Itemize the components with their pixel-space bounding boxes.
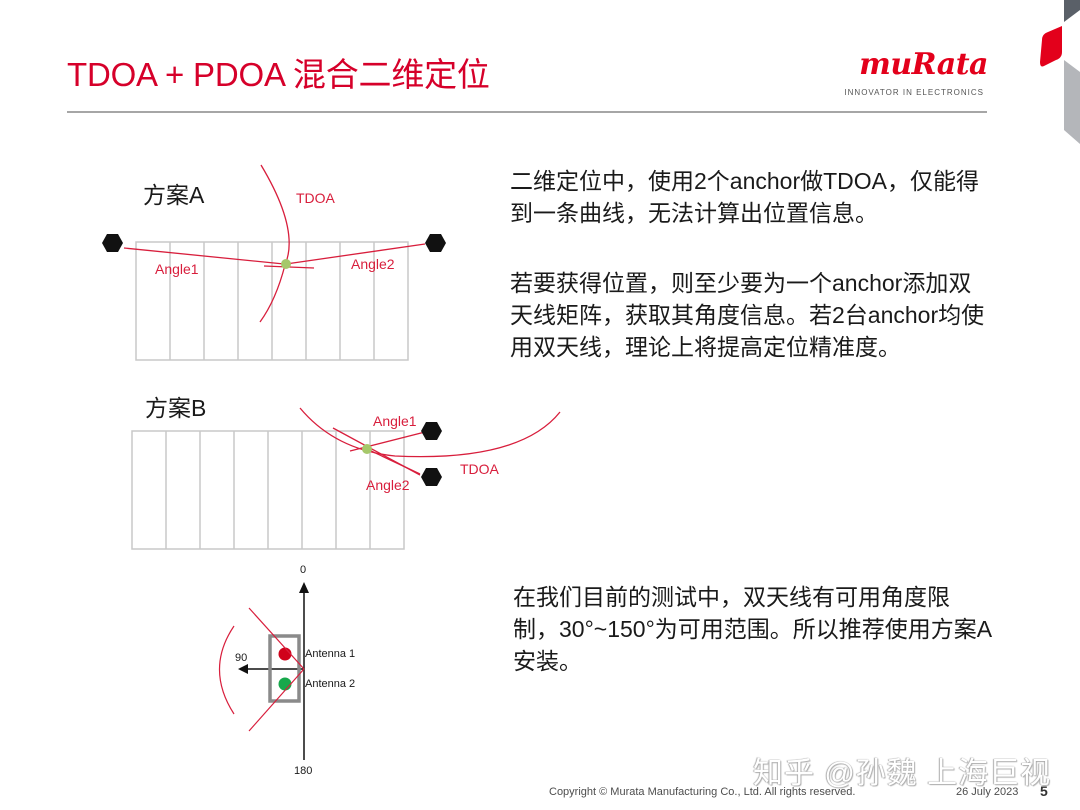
logo-tagline: INNOVATOR IN ELECTRONICS (844, 88, 984, 97)
antenna1-label: Antenna 1 (305, 648, 356, 660)
axis-label-180: 180 (294, 765, 313, 777)
scheme-b-angle2-label: Angle2 (366, 477, 410, 493)
axis-arrow-up-icon (299, 582, 309, 593)
scheme-a-grid (135, 241, 409, 361)
antenna-diagram (218, 582, 309, 760)
scheme-b-anchor-bottom-icon (421, 468, 442, 486)
paragraph-recommendation: 在我们目前的测试中，双天线有可用角度限制，30°~150°为可用范围。所以推荐使… (513, 584, 993, 674)
scheme-b-rays (299, 407, 561, 476)
scheme-a-angle1-label: Angle1 (155, 261, 199, 277)
paragraph-tdoa-limitation: 二维定位中，使用2个anchor做TDOA，仅能得到一条曲线，无法计算出位置信息… (510, 168, 980, 226)
scheme-a-tdoa-label: TDOA (296, 190, 335, 206)
scheme-b-anchor-top-icon (421, 422, 442, 440)
slide-title: TDOA + PDOA 混合二维定位 (67, 56, 490, 93)
scheme-b-tdoa-label: TDOA (460, 461, 499, 477)
murata-logo: muRata INNOVATOR IN ELECTRONICS (836, 48, 988, 100)
antenna1-dot (278, 647, 292, 661)
scheme-a-rays (123, 164, 426, 323)
scheme-a-angle2-label: Angle2 (351, 256, 395, 272)
antenna2-dot (278, 677, 292, 691)
antenna-module (268, 634, 301, 703)
scheme-a-anchor-left-icon (102, 234, 123, 252)
footer-date: 26 July 2023 (956, 786, 1019, 798)
scheme-a-anchor-right-icon (425, 234, 446, 252)
scheme-b-angle1-label: Angle1 (373, 413, 417, 429)
paragraph-dual-antenna: 若要获得位置，则至少要为一个anchor添加双天线矩阵，获取其角度信息。若2台a… (510, 270, 985, 360)
scheme-b-position-point (362, 444, 372, 454)
scheme-a-position-point (281, 259, 291, 269)
scheme-b-label: 方案B (145, 395, 207, 421)
title-divider (67, 111, 987, 113)
corner-decoration-icon (1040, 0, 1080, 144)
watermark: 知乎 @孙魏 上海巨视 (753, 757, 1052, 790)
axis-label-90: 90 (235, 652, 248, 664)
footer-copyright: Copyright © Murata Manufacturing Co., Lt… (549, 786, 856, 798)
axis-label-0: 0 (300, 564, 307, 576)
scheme-b-grid (131, 430, 405, 550)
page-number: 5 (1040, 783, 1048, 799)
scheme-a-label: 方案A (143, 182, 205, 208)
logo-wordmark: muRata (859, 47, 988, 82)
axis-arrow-left-icon (238, 664, 248, 674)
antenna2-label: Antenna 2 (305, 678, 356, 690)
